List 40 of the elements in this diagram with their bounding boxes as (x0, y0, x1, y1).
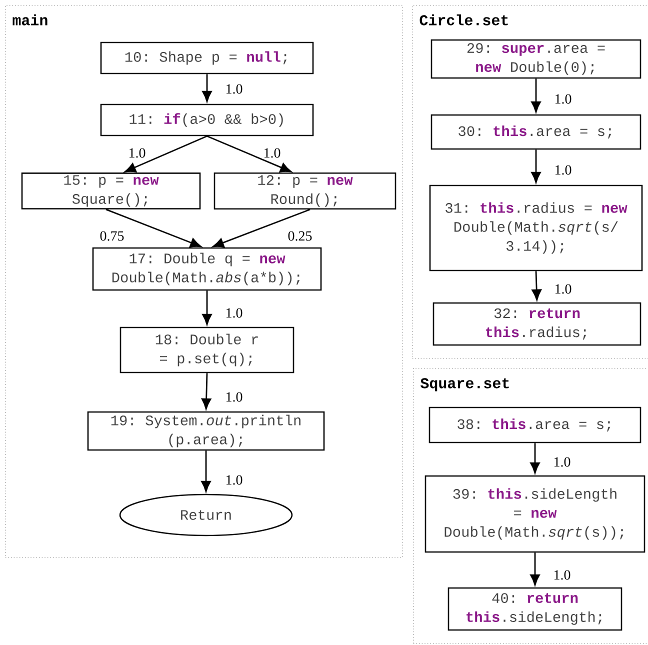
edge-label: 0.75 (98, 230, 126, 242)
arrow (202, 74, 212, 102)
edge-label: 1.0 (224, 391, 244, 403)
statement-box: 31: this.radius = new Double(Math.sqrt(s/ 3.14)); (429, 184, 643, 272)
edge-label: 1.0 (552, 456, 572, 468)
arrow (530, 443, 540, 474)
statement-box: 38: this.area = s; (428, 406, 642, 444)
edge-label: 1.0 (262, 147, 282, 159)
arrow (531, 150, 541, 183)
arrow (202, 290, 212, 325)
edge-label: 1.0 (224, 474, 244, 486)
statement-box: 40: return this.sideLength; (448, 587, 622, 631)
arrow (106, 208, 202, 248)
arrow (124, 136, 208, 172)
statement-box: 15: p = new Square(); (21, 172, 201, 210)
arrow (530, 552, 540, 586)
edge-label: 1.0 (224, 83, 244, 95)
edge-label: 1.0 (553, 283, 573, 295)
statement-box: 32: return this.radius; (432, 302, 642, 346)
arrow (531, 78, 541, 112)
edge-label: 1.0 (553, 93, 573, 105)
arrow (201, 373, 212, 410)
statement-box: 30: this.area = s; (430, 114, 642, 150)
edge-label: 0.25 (286, 230, 314, 242)
arrow (206, 136, 292, 172)
statement-box: 10: Shape p = null; (100, 42, 314, 74)
arrow (532, 271, 542, 300)
edge-label: 1.0 (552, 569, 572, 581)
statement-box: 12: p = new Round(); (214, 172, 396, 210)
edge-label: 1.0 (224, 307, 244, 319)
edge-label: 1.0 (127, 147, 147, 159)
statement-box: 29: super.area = new Double(0); (430, 39, 642, 79)
statement-box: 11: if(a>0 && b>0) (100, 104, 314, 136)
statement-box: 19: System.out.println (p.area); (87, 411, 325, 451)
statement-box: 18: Double r = p.set(q); (120, 326, 294, 374)
statement-box: 17: Double q = new Double(Math.abs(a*b)); (92, 247, 322, 291)
statement-box: 39: this.sideLength = new Double(Math.sqrt(s)); (424, 475, 646, 553)
arrow (201, 450, 211, 492)
arrow (212, 208, 310, 248)
edge-label: 1.0 (553, 164, 573, 176)
